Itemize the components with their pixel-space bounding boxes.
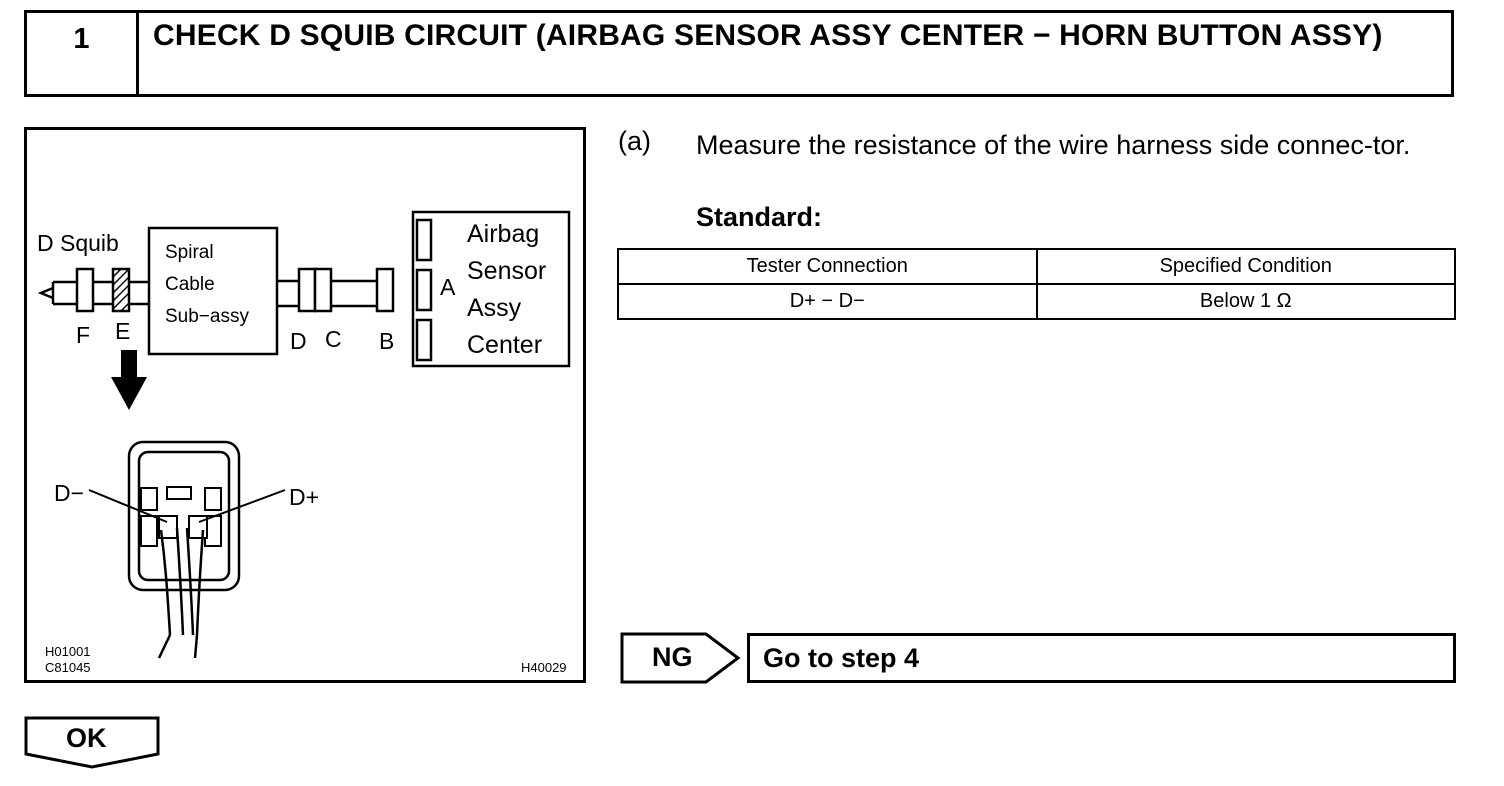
label-spiral-3: Sub−assy [165, 306, 249, 327]
label-a: A [440, 274, 456, 300]
connector-b [375, 267, 395, 313]
label-sensor-1: Airbag [467, 220, 540, 248]
table-row: D+ − D− Below 1 Ω [617, 283, 1457, 320]
step-number: 1 [27, 13, 139, 94]
figure-code-1: H01001 [45, 644, 91, 659]
harness-wires [157, 527, 205, 659]
label-d: D [290, 328, 307, 354]
step-title: CHECK D SQUIB CIRCUIT (AIRBAG SENSOR ASS… [153, 19, 1383, 52]
connector-d [297, 267, 317, 313]
spec-header-condition: Specified Condition [1035, 248, 1457, 285]
figure-code-3: H40029 [521, 660, 567, 675]
spec-header-tester: Tester Connection [617, 248, 1038, 285]
label-d-squib: D Squib [37, 230, 119, 256]
instruction-text: Measure the resistance of the wire harne… [696, 130, 1411, 160]
wiring-figure: D Squib Spiral Cable Sub−assy F E D C B … [24, 127, 586, 683]
squib-tip [37, 286, 54, 300]
label-spiral-1: Spiral [165, 242, 214, 263]
figure-code-2: C81045 [45, 660, 91, 675]
sensor-assy-box [411, 210, 571, 368]
spec-table-header-row: Tester Connection Specified Condition [617, 248, 1457, 285]
ng-label: NG [652, 642, 693, 672]
ng-arrow-box [620, 632, 741, 684]
label-f: F [76, 322, 91, 348]
standard-label: Standard: [696, 202, 823, 232]
connector-c [313, 267, 333, 313]
label-d-minus: D− [54, 480, 85, 506]
harness-connector [127, 440, 241, 592]
down-arrow-icon [111, 350, 147, 410]
label-c: C [325, 326, 342, 352]
wiring-diagram [37, 210, 571, 659]
spec-cell-condition: Below 1 Ω [1035, 283, 1457, 320]
label-sensor-4: Center [467, 331, 543, 359]
label-sensor-2: Sensor [467, 257, 547, 285]
ok-arrow-box [24, 716, 160, 769]
instruction-marker: (a) [618, 126, 651, 156]
spec-cell-connection: D+ − D− [617, 283, 1038, 320]
step-header: 1 CHECK D SQUIB CIRCUIT (AIRBAG SENSOR A… [24, 10, 1454, 97]
label-sensor-3: Assy [467, 294, 522, 322]
label-b: B [379, 328, 395, 354]
spiral-cable-box [147, 226, 279, 356]
spec-table: Tester Connection Specified Condition D+… [617, 248, 1457, 320]
label-d-plus: D+ [289, 484, 320, 510]
label-spiral-2: Cable [165, 274, 215, 295]
connector-f [75, 267, 95, 313]
ok-label[interactable]: OK [66, 723, 107, 753]
label-e: E [115, 318, 131, 344]
ng-action-box[interactable]: Go to step 4 [747, 633, 1456, 683]
